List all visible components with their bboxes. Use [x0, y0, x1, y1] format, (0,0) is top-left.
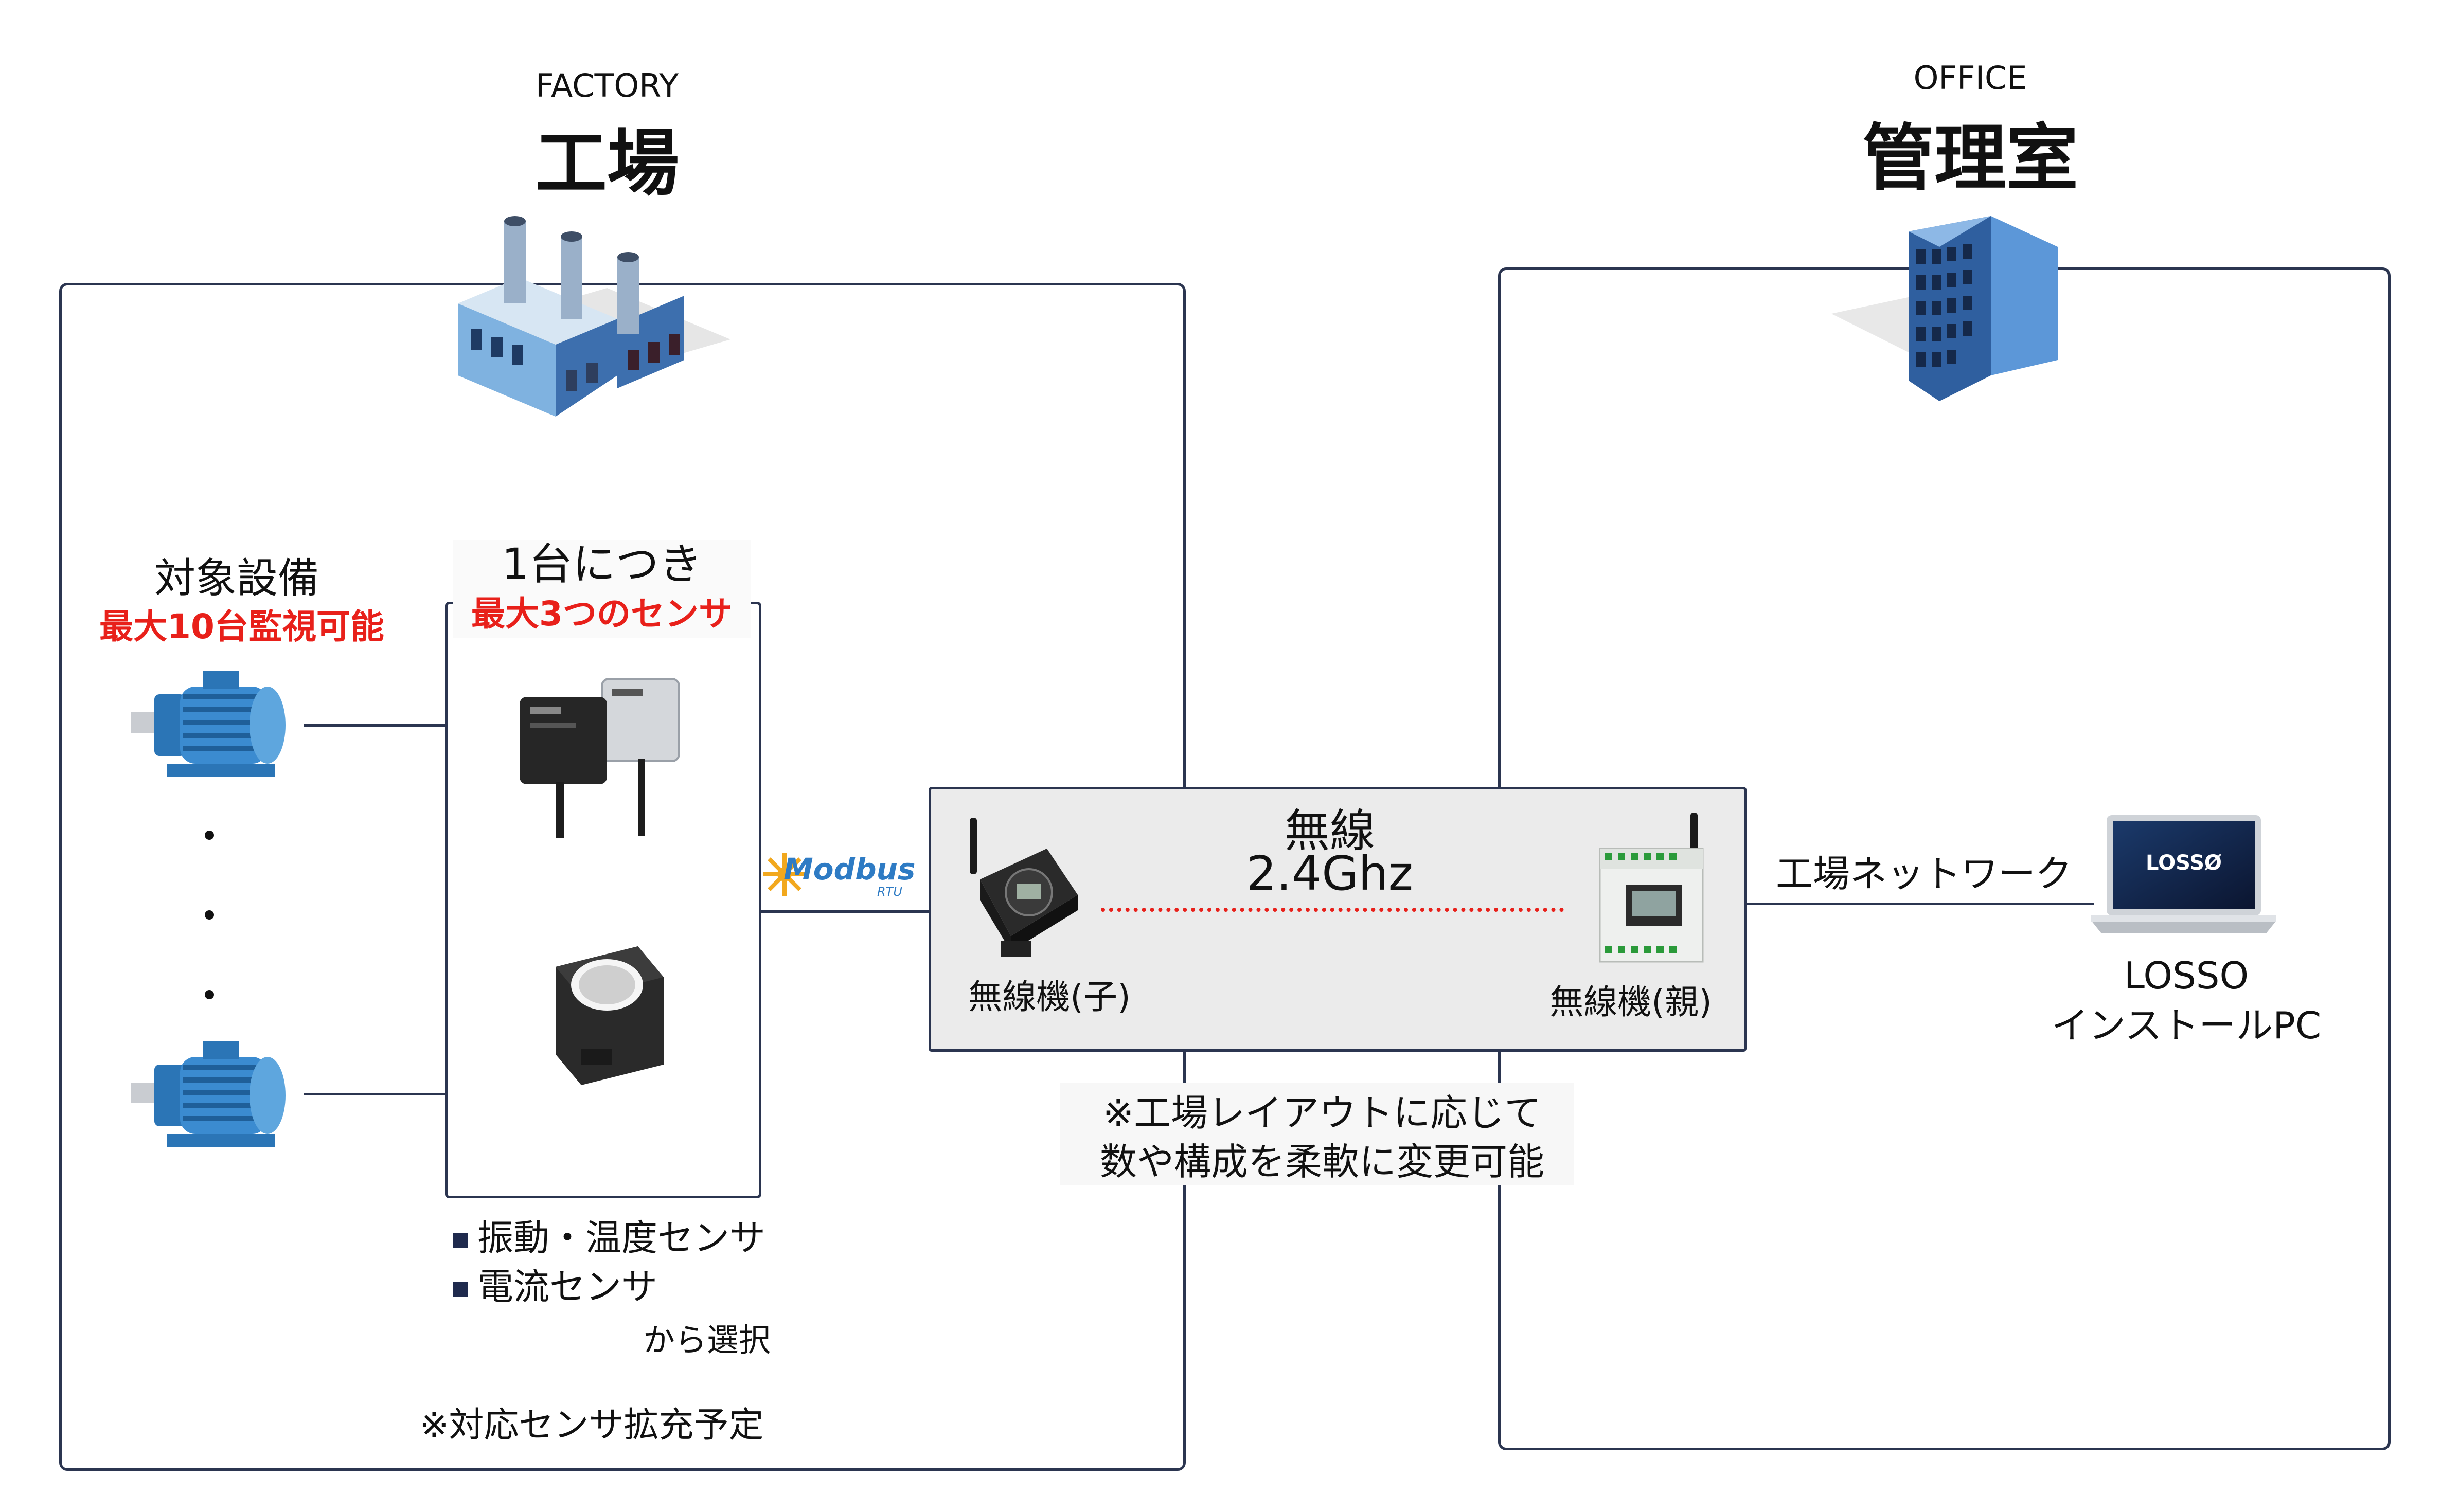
sensor-note: 最大3つのセンサ	[471, 594, 733, 634]
sensor-option-item: 電流センサ	[453, 1263, 765, 1311]
factory-label-jp: 工場	[534, 122, 679, 206]
bullet-icon	[453, 1281, 468, 1297]
motor2-connector	[304, 1093, 448, 1095]
factory-label-en: FACTORY	[535, 67, 679, 104]
vibration-sensor-image	[520, 678, 680, 838]
sensor-option-label: 電流センサ	[477, 1266, 657, 1308]
layout-note-bg	[1060, 1083, 1574, 1185]
motor-icon	[131, 1041, 286, 1147]
laptop-screen-logo: LOSSØ	[2146, 851, 2222, 875]
sensor-option-list: 振動・温度センサ 電流センサ	[453, 1214, 765, 1311]
layout-note-line2: 数や構成を柔軟に変更可能	[1099, 1140, 1544, 1183]
expansion-note: ※対応センサ拡充予定	[419, 1405, 764, 1446]
ellipsis-dot	[205, 990, 214, 999]
factory-network-label: 工場ネットワーク	[1775, 852, 2072, 895]
factory-icon	[458, 216, 730, 417]
modbus-logo: Modbus RTU	[759, 843, 929, 905]
wireless-parent-radio-image	[1599, 813, 1704, 963]
motor-icon	[131, 671, 286, 777]
modbus-logo-text: Modbus	[783, 852, 916, 887]
wireless-child-label: 無線機(子)	[968, 977, 1131, 1017]
pc-name: LOSSO	[2124, 954, 2249, 997]
office-label-jp: 管理室	[1862, 117, 2078, 201]
office-building-icon	[1831, 216, 2058, 401]
sensor-options-suffix: から選択	[643, 1321, 771, 1359]
layout-note-line1: ※工場レイアウトに応じて	[1102, 1091, 1542, 1135]
ellipsis-dot	[205, 831, 214, 840]
office-label-en: OFFICE	[1913, 59, 2027, 97]
motor1-connector	[304, 724, 448, 727]
wireless-title: 無線	[1284, 804, 1375, 857]
modbus-star-icon	[763, 853, 806, 896]
sensor-to-wireless-connector	[759, 910, 929, 913]
laptop-icon	[2091, 815, 2276, 933]
wireless-to-pc-connector	[1744, 903, 2094, 905]
equipment-note: 最大10台監視可能	[99, 607, 384, 646]
ellipsis-dot	[205, 910, 214, 920]
bullet-icon	[453, 1232, 468, 1248]
sensor-box-header-bg	[453, 540, 751, 638]
sensor-title: 1台につき	[502, 539, 702, 589]
sensor-option-item: 振動・温度センサ	[453, 1214, 765, 1263]
sensor-option-label: 振動・温度センサ	[477, 1217, 765, 1259]
wireless-link-dotted-line	[1101, 908, 1564, 912]
wireless-parent-label: 無線機(親)	[1549, 982, 1712, 1022]
wireless-child-radio-image	[970, 818, 1078, 957]
modbus-logo-subtext: RTU	[877, 885, 902, 899]
current-sensor-image	[556, 946, 664, 1085]
wireless-frequency: 2.4Ghz	[1246, 846, 1414, 901]
equipment-title: 対象設備	[154, 554, 319, 602]
pc-label: インストールPC	[2051, 1004, 2322, 1047]
